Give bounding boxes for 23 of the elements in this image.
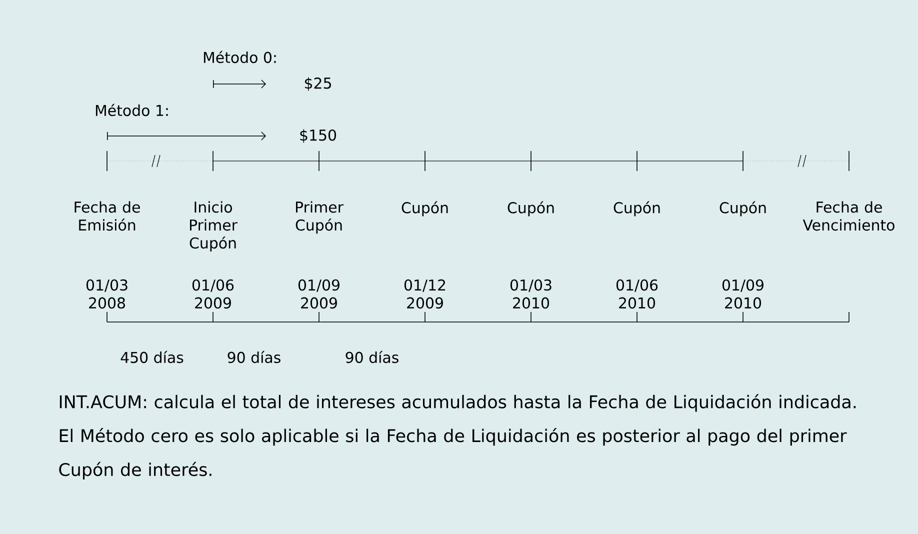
- method-label: Método 0:: [204, 50, 276, 64]
- event-label: Inicio Primer Cupón: [190, 201, 238, 252]
- amount-label: $25: [304, 77, 331, 91]
- duration-label: 450 días: [120, 350, 184, 364]
- method-label: Método 1:: [96, 104, 168, 116]
- event-label: Cupón: [614, 201, 660, 216]
- event-label: Cupón: [402, 201, 448, 216]
- amount-label: $150: [300, 129, 336, 143]
- date-label: 01/06 2009: [192, 279, 234, 309]
- event-label: Cupón: [508, 201, 554, 216]
- date-label: 01/09 2010: [722, 279, 764, 309]
- event-label: Fecha de Emisión: [74, 201, 140, 231]
- duration-label: 90 días: [228, 350, 280, 364]
- date-label: 01/03 2010: [510, 279, 552, 309]
- date-label: 01/12 2009: [404, 279, 446, 309]
- date-label: 01/03 2008: [86, 279, 128, 309]
- event-label: Primer Cupón: [296, 201, 344, 234]
- date-label: 01/09 2009: [298, 279, 340, 309]
- date-label: 01/06 2010: [616, 279, 658, 309]
- caption: INT.ACUM: calcula el total de intereses acumulados hasta la Fecha de Liquidación indicada. El Método cero es solo aplicable si la Fecha de Liquidación es posterior al pago del primer Cupón de interés.: [59, 394, 856, 480]
- event-label: Fecha de Vencimiento: [802, 201, 894, 231]
- duration-label: 90 días: [346, 350, 398, 364]
- event-label: Cupón: [720, 201, 766, 216]
